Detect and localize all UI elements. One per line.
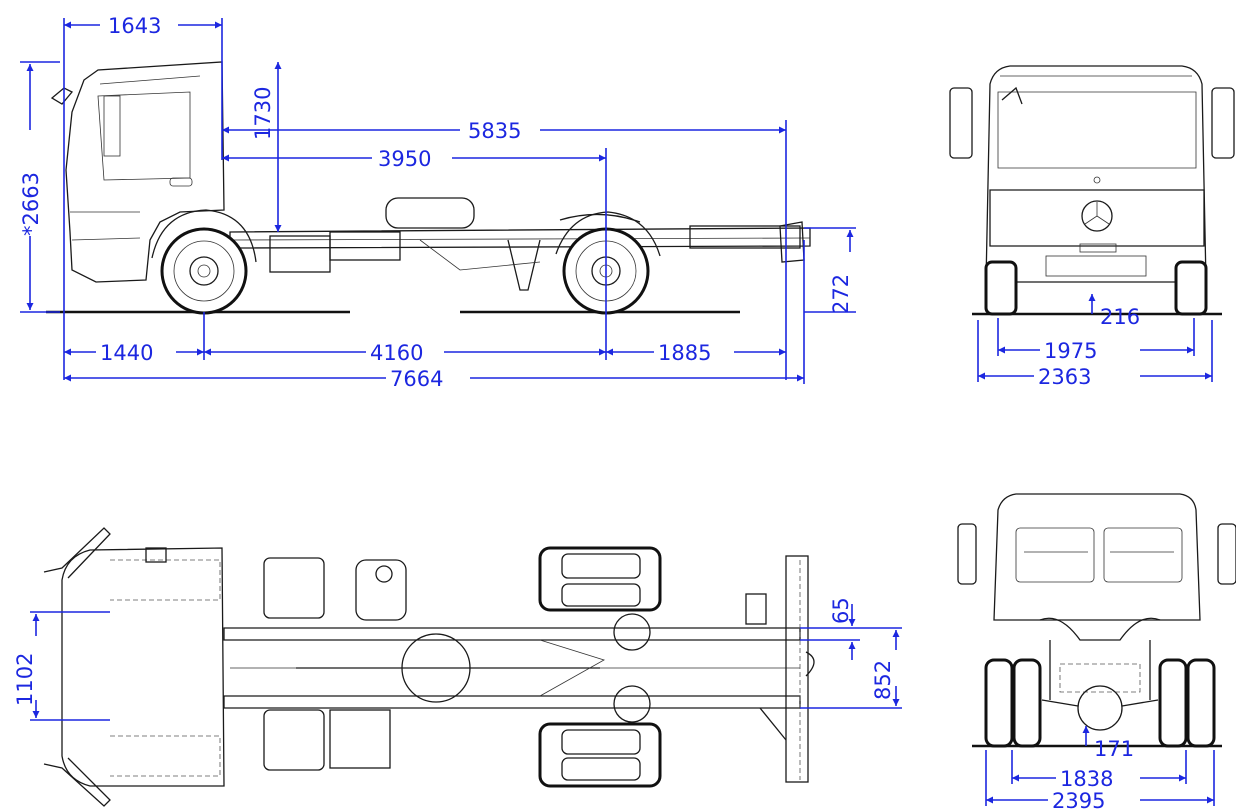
top-frame-rail-lower [223, 695, 801, 709]
side-dimensions: 1643 5835 3950 *2663 1730 1440 4160 [19, 14, 856, 391]
rear-mirror-right-icon [1217, 523, 1236, 585]
front-dimensions: 216 1975 2363 [977, 294, 1213, 389]
dim-1643-label: 1643 [108, 14, 161, 38]
rear-cab [993, 493, 1201, 621]
dim-216-label: 216 [1100, 305, 1140, 329]
side-spare-cover [385, 197, 475, 229]
dim-2395-label: 2395 [1052, 789, 1105, 812]
rear-dimensions: 171 1838 2395 [985, 726, 1215, 812]
dim-272-label: 272 [829, 274, 853, 314]
top-dimensions: 1102 65 852 [13, 597, 902, 721]
side-frame [229, 197, 811, 291]
dim-2363-label: 2363 [1038, 365, 1091, 389]
side-gearbox [269, 235, 331, 273]
dim-2663-label: *2663 [19, 172, 43, 236]
dim-1440-label: 1440 [100, 341, 153, 365]
front-emblem-icon [1081, 200, 1113, 232]
dim-1838-label: 1838 [1060, 767, 1113, 791]
side-view: 1643 5835 3950 *2663 1730 1440 4160 [19, 14, 856, 391]
rear-view: 171 1838 2395 [957, 493, 1236, 812]
top-cab [61, 547, 225, 787]
rear-mirror-left-icon [957, 523, 977, 585]
side-mirror-icon [50, 87, 74, 105]
dim-1102-label: 1102 [13, 653, 37, 706]
front-view: 216 1975 2363 [949, 65, 1235, 389]
top-mirror-left-icon [43, 527, 111, 579]
dim-1885-label: 1885 [658, 341, 711, 365]
dim-7664-label: 7664 [390, 367, 443, 391]
top-view: 1102 65 852 [13, 527, 902, 807]
front-mirror-right-icon [1211, 87, 1235, 159]
dim-65-label: 65 [829, 597, 853, 624]
top-rear-bumper [785, 555, 809, 783]
dim-1975-label: 1975 [1044, 339, 1097, 363]
dim-1730-label: 1730 [251, 87, 275, 140]
rear-wheels [984, 658, 1216, 748]
dim-852-label: 852 [871, 660, 895, 700]
dim-171-label: 171 [1094, 737, 1134, 761]
dim-4160-label: 4160 [370, 341, 423, 365]
top-rear-wheels [538, 546, 662, 788]
dim-3950-label: 3950 [378, 147, 431, 171]
side-cab [50, 61, 225, 283]
side-rear-wheel [555, 211, 661, 315]
front-mirror-left-icon [949, 87, 973, 159]
top-frame-rail-upper [223, 627, 801, 641]
side-front-wheel [151, 209, 257, 315]
top-mirror-right-icon [43, 757, 111, 807]
dim-5835-label: 5835 [468, 119, 521, 143]
